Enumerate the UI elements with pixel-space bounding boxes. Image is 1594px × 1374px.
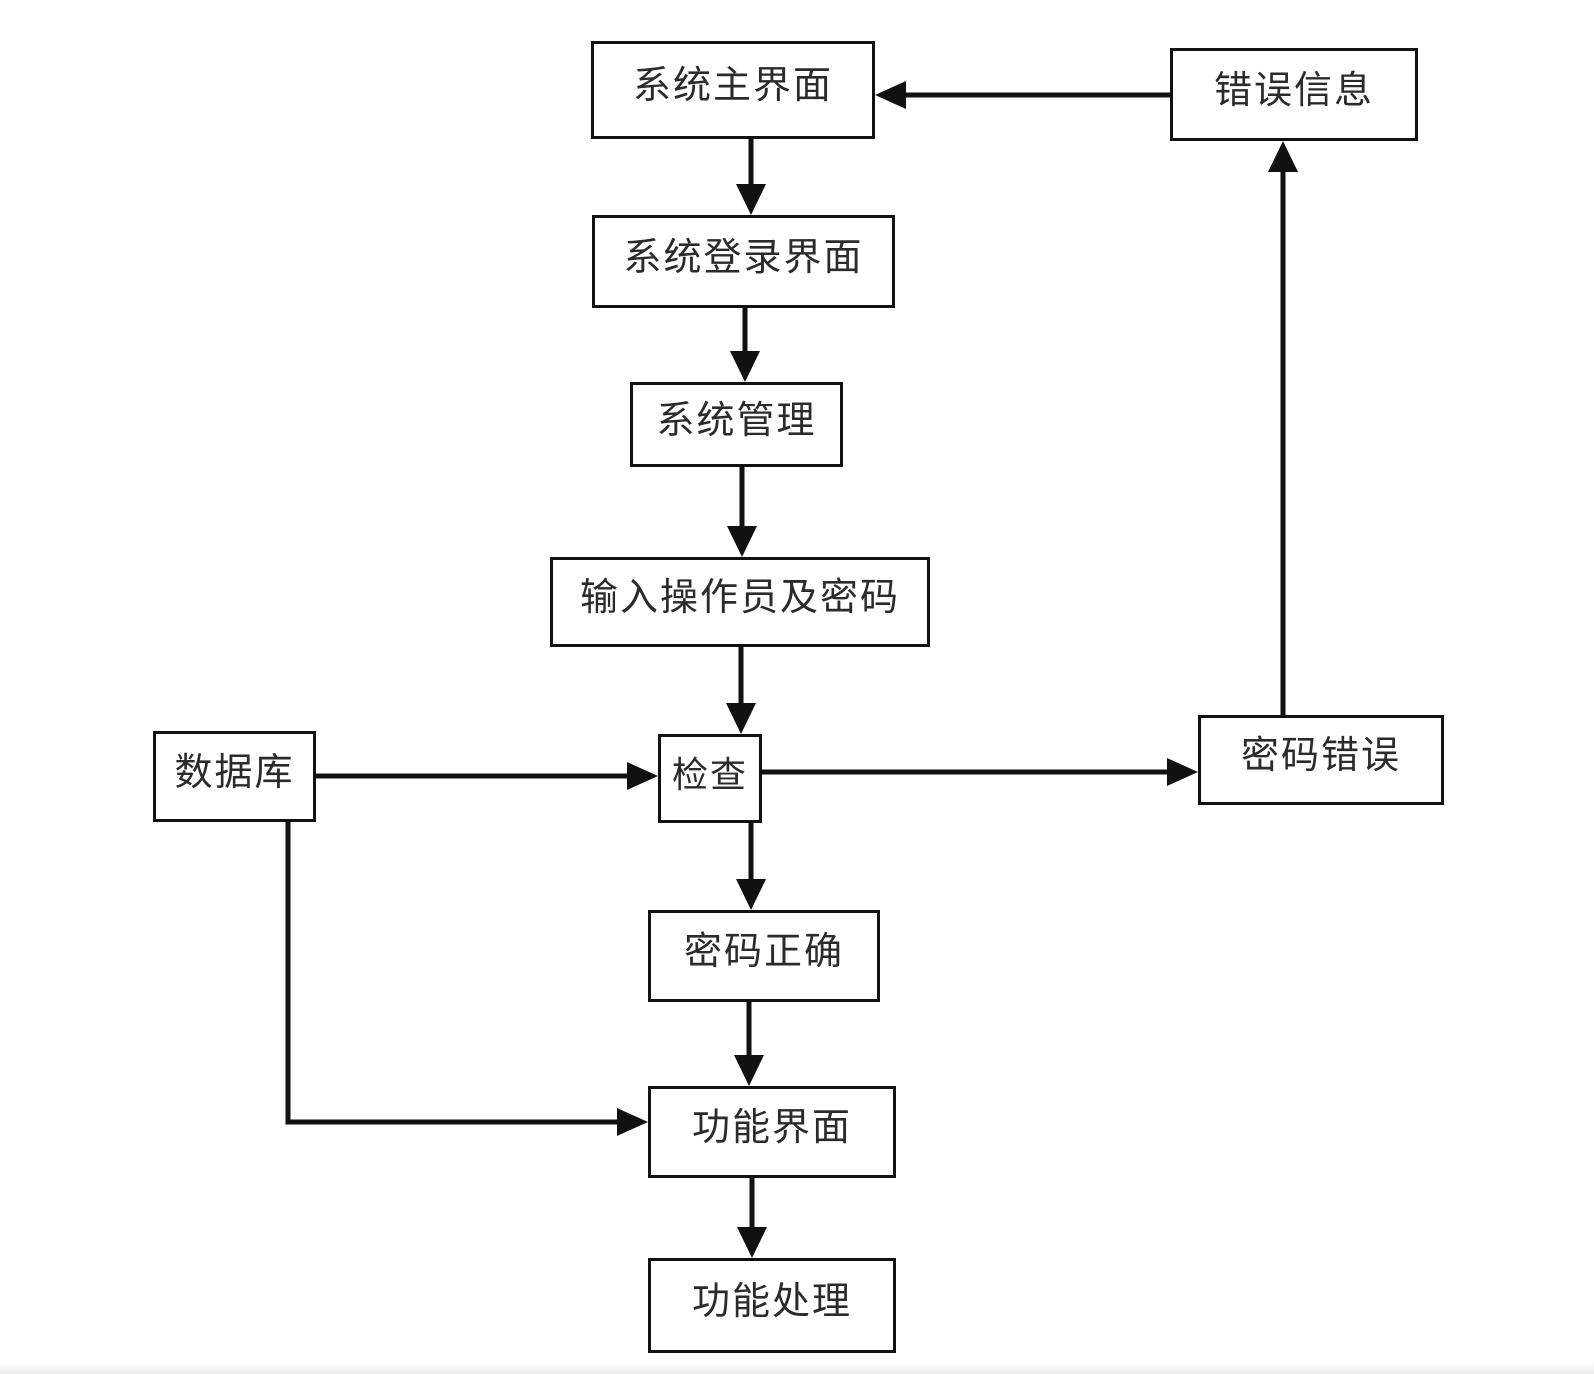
node-function-ui-label: 功能界面 [691,1107,852,1149]
edge-main-ui-to-login-ui [736,139,766,215]
node-database-label: 数据库 [174,751,295,794]
node-password-correct[interactable]: 密码正确 [648,910,880,1002]
node-input-credentials[interactable]: 输入操作员及密码 [550,557,930,647]
edge-database-to-check [316,762,658,790]
edge-database-to-func-ui [285,822,648,1136]
node-password-error-label: 密码错误 [1240,735,1401,777]
node-function-process-label: 功能处理 [691,1280,852,1323]
node-error-info[interactable]: 错误信息 [1170,48,1418,141]
edge-sys-manage-to-input-cred [727,467,757,557]
node-password-error[interactable]: 密码错误 [1198,715,1444,805]
node-main-ui[interactable]: 系统主界面 [591,41,875,139]
node-function-process[interactable]: 功能处理 [648,1258,896,1353]
edge-pwd-error-to-error-info [1268,141,1298,715]
edge-login-ui-to-sys-manage [730,308,760,382]
edge-check-to-pwd-error [762,758,1198,786]
node-sys-manage-label: 系统管理 [656,399,817,442]
node-check[interactable]: 检查 [658,734,762,823]
node-login-ui[interactable]: 系统登录界面 [592,215,895,308]
node-error-info-label: 错误信息 [1213,69,1374,112]
node-password-correct-label: 密码正确 [683,931,844,973]
edge-check-to-pwd-correct [736,823,766,910]
edge-func-ui-to-func-process [737,1178,767,1258]
node-function-ui[interactable]: 功能界面 [648,1086,896,1178]
node-sys-manage[interactable]: 系统管理 [630,382,843,467]
edge-input-cred-to-check [726,647,756,734]
node-input-credentials-label: 输入操作员及密码 [579,577,900,619]
edge-error-info-to-main-ui [875,81,1170,109]
node-login-ui-label: 系统登录界面 [623,236,864,279]
node-database[interactable]: 数据库 [153,731,316,822]
page-bottom-edge [0,1362,1594,1374]
edge-pwd-correct-to-func-ui [734,1002,764,1086]
node-main-ui-label: 系统主界面 [632,65,833,107]
node-check-label: 检查 [671,754,748,795]
